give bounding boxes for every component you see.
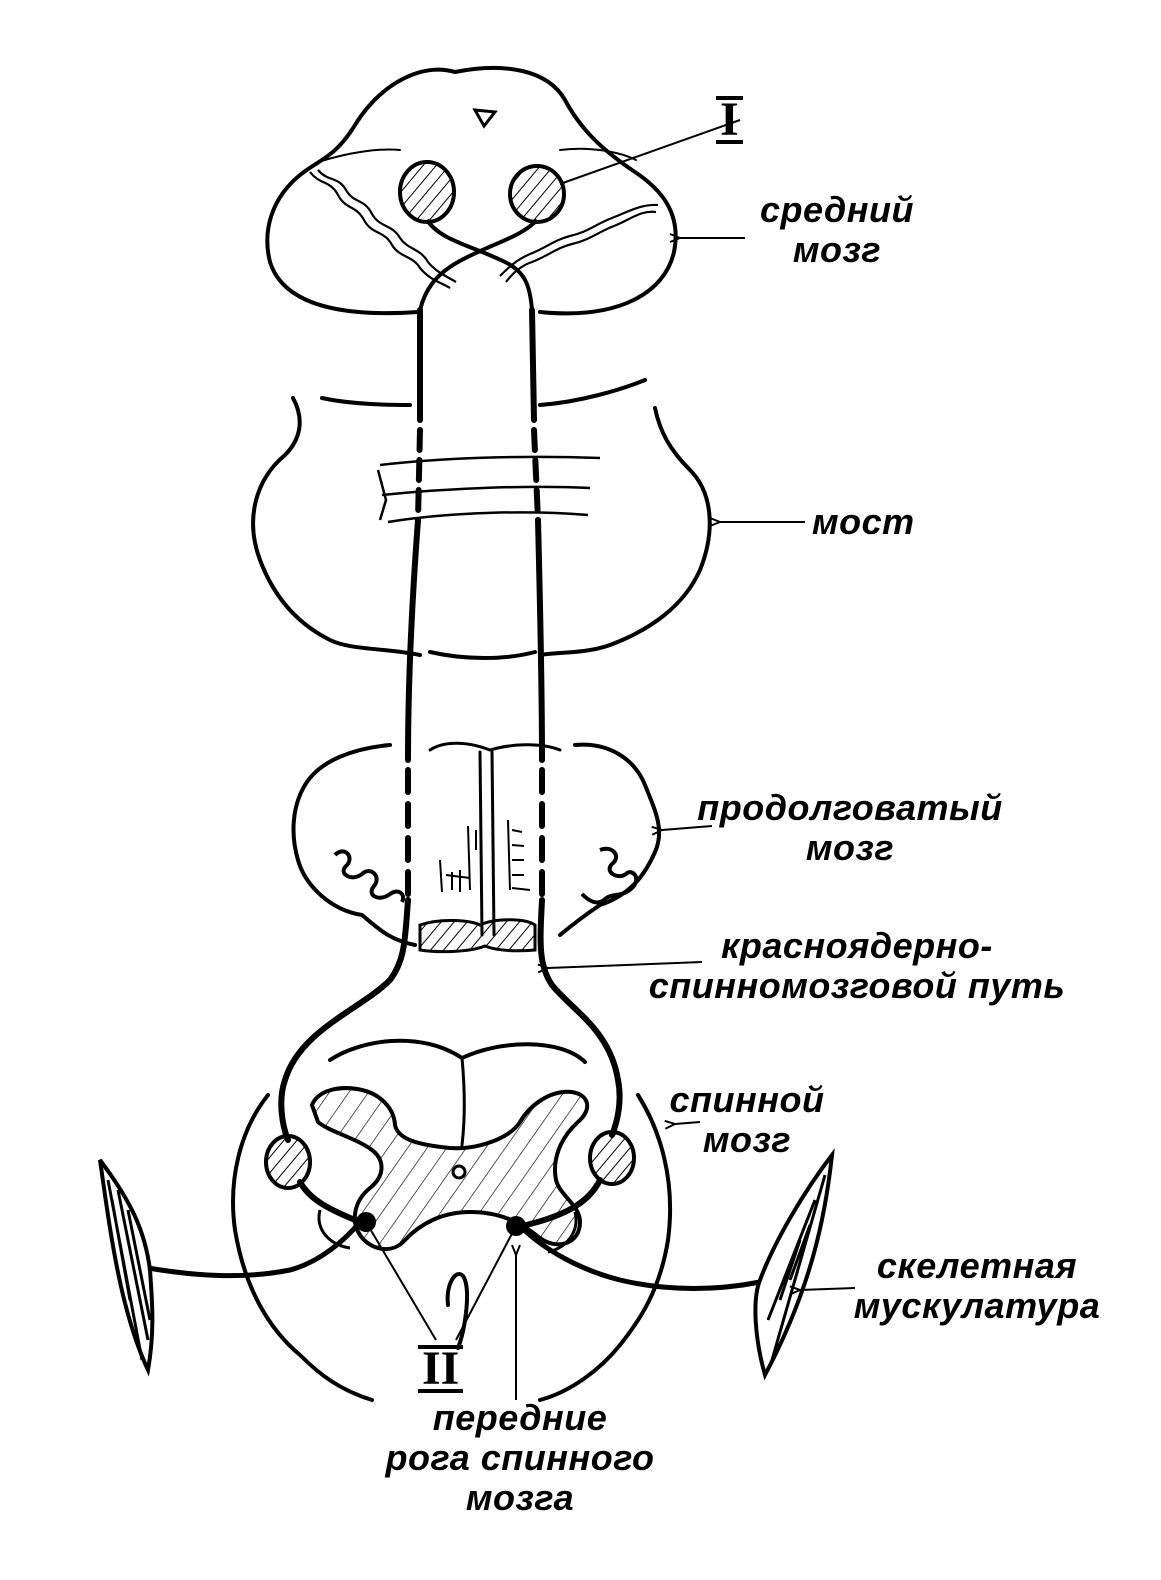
midbrain-inner-line-right	[559, 147, 637, 161]
midbrain-label-line2: мозг	[792, 229, 882, 270]
rubrospinal-bundle-left	[264, 1134, 312, 1190]
forel-decussation	[418, 218, 539, 311]
pointer-medulla	[662, 825, 713, 830]
anterior-horns-label-line1: передние	[432, 1397, 608, 1438]
olive-left	[333, 849, 405, 903]
pons-top-line	[320, 378, 647, 407]
tract-label-line2: спинномозговой путь	[648, 965, 1066, 1006]
midbrain-outline	[265, 65, 678, 316]
pons-transverse-fibers	[376, 455, 601, 524]
midbrain-inner-line	[317, 148, 401, 163]
spinal-cord-posterior-columns	[328, 1038, 587, 1064]
spinal-cord-label-line1: спинной	[669, 1079, 825, 1120]
label-pointers	[365, 119, 856, 1400]
spinal-gray-matter	[309, 1086, 589, 1251]
central-canal	[451, 1164, 467, 1180]
anterior-median-fissure	[445, 1272, 469, 1350]
pointer-neuron-two	[365, 1221, 517, 1341]
medulla-fissure	[478, 750, 496, 937]
red-nucleus-left	[398, 160, 456, 224]
midbrain-section	[265, 65, 678, 316]
spinal-cord-outline-left	[231, 1093, 374, 1402]
midbrain-label: средний мозг	[742, 190, 932, 270]
rubrospinal-tract-label: красноядерно- спинномозговой путь	[632, 926, 1082, 1006]
rubrospinal-tract-left	[278, 307, 423, 1225]
muscle-right	[520, 1148, 835, 1381]
anterior-horns-label-line2: рога спинного	[385, 1437, 655, 1478]
spinal-cord-section	[231, 1038, 673, 1402]
pointer-tract	[548, 961, 703, 968]
tract-label-line1: красноядерно-	[721, 925, 993, 966]
pointer-neuron-one	[559, 119, 741, 185]
midbrain-twisted-fibers	[309, 169, 659, 289]
rubrospinal-bundle-right	[588, 1130, 636, 1186]
pons-outline-right	[538, 406, 712, 657]
pons-section	[251, 378, 712, 660]
olive-right	[580, 846, 639, 905]
pons-bottom-line	[428, 650, 537, 660]
midbrain-label-line1: средний	[760, 189, 914, 230]
pointer-muscle	[800, 1288, 856, 1290]
spinal-cord-label-line2: мозг	[702, 1119, 792, 1160]
pointer-spinal-cord	[675, 1122, 701, 1124]
anterior-horns-label-line3: мозга	[465, 1477, 575, 1518]
pons-label: мост	[812, 501, 915, 542]
medulla-outline-right	[558, 742, 662, 937]
posterior-median-septum	[460, 1056, 466, 1147]
pons-outline-left	[251, 396, 422, 657]
rubrospinal-tract-right	[519, 307, 623, 1229]
anterior-horns-label: передние рога спинного мозга	[360, 1398, 680, 1518]
medulla-label-line2: мозг	[805, 827, 895, 868]
medulla-label: продолговатый мозг	[680, 788, 1020, 868]
red-nucleus-right	[508, 164, 566, 224]
spinal-cord-outline-right	[538, 1093, 673, 1402]
neuron-two-label: II	[418, 1345, 464, 1393]
muscle-left	[98, 1158, 362, 1377]
medulla-label-line1: продолговатый	[697, 787, 1003, 828]
medulla-striations	[439, 819, 531, 893]
neuron-one-label: I	[716, 96, 743, 144]
muscle-label-line2: мускулатура	[853, 1285, 1101, 1326]
muscle-label-line1: скелетная	[876, 1245, 1078, 1286]
medulla-outline-left	[291, 743, 417, 947]
medulla-pyramids	[418, 918, 537, 954]
spinal-cord-label: спинной мозг	[652, 1080, 842, 1160]
skeletal-muscle-label: скелетная мускулатура	[842, 1246, 1112, 1326]
midbrain-aqueduct	[472, 108, 498, 129]
